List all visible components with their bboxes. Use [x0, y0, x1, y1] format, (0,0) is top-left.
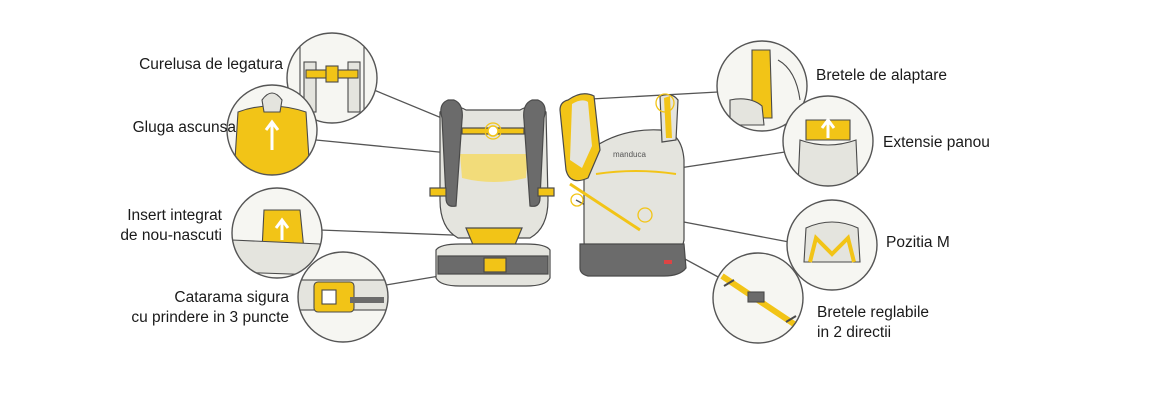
brand-logo: manduca [613, 150, 646, 159]
detail-circle-chest-strap [286, 32, 378, 124]
label-panel-extension: Extensie panou [883, 134, 990, 151]
detail-circle-panel-extension [782, 95, 874, 187]
detail-circle-newborn-insert [231, 187, 323, 279]
label-buckle: Catarama sigura cu prindere in 3 puncte [131, 289, 289, 326]
carrier-side-view [559, 93, 687, 277]
label-adjustable-strap: Bretele reglabile in 2 directii [817, 304, 930, 341]
leader-lines [315, 89, 790, 286]
label-m-position: Pozitia M [886, 234, 950, 251]
detail-circle-hidden-hood [226, 84, 318, 176]
detail-circle-adjustable-strap [712, 252, 804, 344]
detail-circle-m-position [786, 199, 878, 291]
detail-circle-nursing-strap [716, 40, 808, 132]
label-newborn-insert: Insert integrat de nou-nascuti [120, 207, 222, 244]
detail-circle-buckle [297, 251, 389, 343]
label-hidden-hood: Gluga ascunsa [132, 119, 236, 136]
label-chest-strap: Curelusa de legatura [139, 56, 283, 73]
label-nursing-strap: Bretele de alaptare [816, 67, 947, 84]
carrier-back-view [429, 99, 555, 287]
